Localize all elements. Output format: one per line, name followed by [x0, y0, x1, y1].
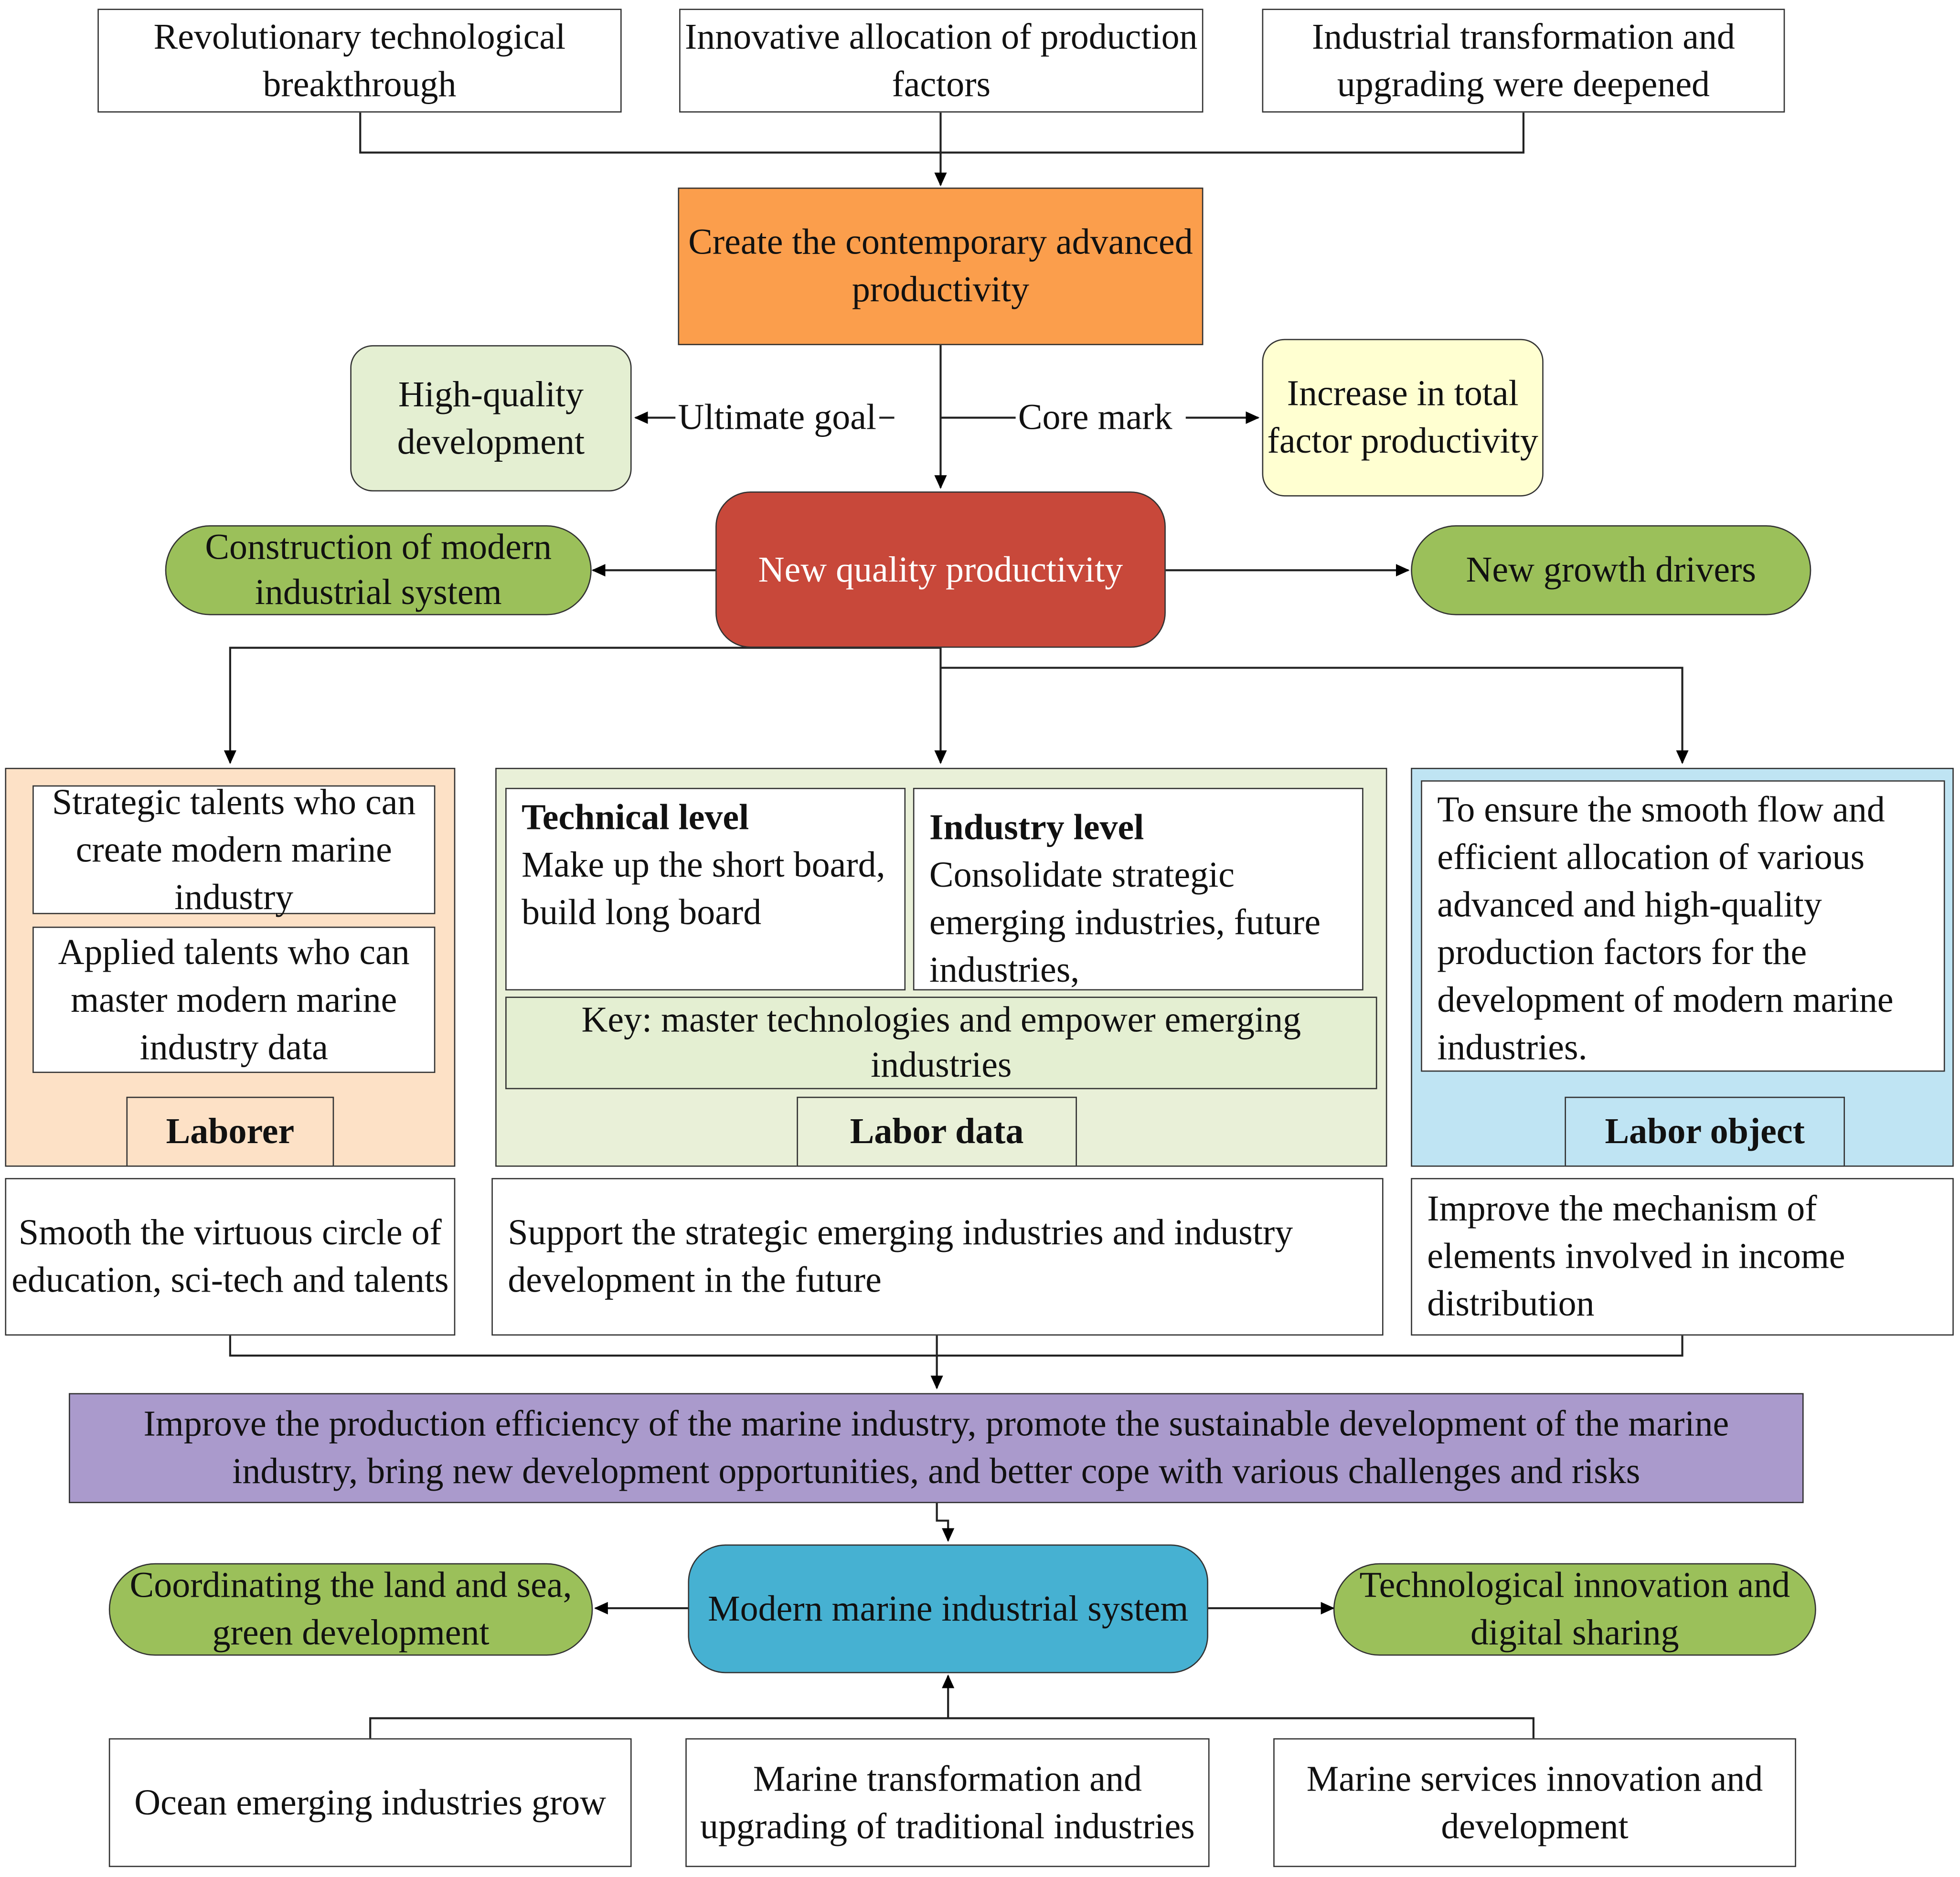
connector-purple-system — [936, 1503, 955, 1542]
labor-object-body: To ensure the smooth flow and efficient … — [1437, 790, 1894, 1068]
box-technological-breakthrough: Revolutionary technological breakthrough — [97, 9, 622, 113]
technical-level-body: Make up the short board, build long boar… — [522, 845, 885, 933]
box-support-industries: Support the strategic emerging industrie… — [491, 1178, 1384, 1336]
laborer-strategic-talents: Strategic talents who can create modern … — [32, 782, 436, 917]
label-ultimate-goal: Ultimate goal — [675, 395, 879, 440]
box-new-quality-productivity: New quality productivity — [715, 491, 1166, 648]
box-traditional-industries: Marine transformation and upgrading of t… — [685, 1738, 1210, 1867]
connector-bottom-merge — [369, 1717, 1534, 1739]
box-traditional-industries-text: Marine transformation and upgrading of t… — [700, 1759, 1195, 1846]
pill-new-growth-drivers: New growth drivers — [1411, 525, 1811, 615]
labor-object-body-box: To ensure the smooth flow and efficient … — [1421, 780, 1945, 1072]
box-production-factors: Innovative allocation of production fact… — [679, 9, 1204, 113]
box-production-factors-text: Innovative allocation of production fact… — [684, 17, 1198, 105]
box-technological-breakthrough-text: Revolutionary technological breakthrough — [153, 17, 566, 105]
box-income-distribution: Improve the mechanism of elements involv… — [1411, 1178, 1954, 1336]
box-high-quality-development-text: High-quality development — [397, 374, 585, 462]
pill-new-growth-drivers-text: New growth drivers — [1466, 550, 1756, 591]
connector-labor-object — [940, 667, 1689, 764]
pill-modern-industrial-system-text: Construction of modern industrial system — [205, 528, 552, 613]
labor-data-key-text: Key: master technologies and empower eme… — [581, 1000, 1301, 1086]
laborer-strategic-talents-text: Strategic talents who can create modern … — [52, 782, 416, 918]
box-high-quality-development: High-quality development — [350, 345, 632, 492]
laborer-applied-talents: Applied talents who can master modern ma… — [32, 926, 436, 1073]
connector-lower-merge — [229, 1336, 1683, 1357]
box-total-factor-productivity: Increase in total factor productivity — [1262, 339, 1544, 497]
labor-data-technical-level: Technical level Make up the short board,… — [505, 787, 906, 991]
box-total-factor-productivity-text: Increase in total factor productivity — [1267, 374, 1538, 462]
labor-object-title: Labor object — [1565, 1096, 1845, 1167]
box-industrial-transformation: Industrial transformation and upgrading … — [1262, 9, 1785, 113]
labor-data-industry-level: Industry level Consolidate strategic eme… — [913, 787, 1363, 991]
labor-data-key: Key: master technologies and empower eme… — [505, 997, 1377, 1090]
box-improve-efficiency-text: Improve the production efficiency of the… — [143, 1404, 1729, 1492]
pill-tech-innovation-text: Technological innovation and digital sha… — [1359, 1565, 1790, 1654]
box-modern-marine-system-text: Modern marine industrial system — [708, 1589, 1189, 1629]
laborer-applied-talents-text: Applied talents who can master modern ma… — [58, 932, 410, 1068]
industry-level-title: Industry level — [929, 807, 1144, 848]
connector-laborer — [224, 647, 941, 764]
laborer-title: Laborer — [126, 1096, 334, 1167]
labor-data-title: Labor data — [797, 1096, 1077, 1167]
box-virtuous-circle: Smooth the virtuous circle of education,… — [5, 1178, 456, 1336]
box-income-distribution-text: Improve the mechanism of elements involv… — [1427, 1189, 1845, 1325]
laborer-title-text: Laborer — [166, 1112, 295, 1152]
box-marine-services-text: Marine services innovation and developme… — [1306, 1759, 1763, 1846]
box-virtuous-circle-text: Smooth the virtuous circle of education,… — [11, 1213, 449, 1301]
box-advanced-productivity: Create the contemporary advanced product… — [678, 187, 1204, 345]
connector-top-merge — [359, 112, 1525, 154]
pill-coordinating-land-sea: Coordinating the land and sea, green dev… — [108, 1563, 593, 1656]
box-modern-marine-system: Modern marine industrial system — [688, 1544, 1208, 1674]
box-marine-services: Marine services innovation and developme… — [1273, 1738, 1796, 1867]
label-core-mark: Core mark — [1015, 395, 1175, 440]
pill-modern-industrial-system: Construction of modern industrial system — [165, 525, 592, 615]
box-improve-efficiency: Improve the production efficiency of the… — [69, 1393, 1804, 1504]
labor-data-title-text: Labor data — [850, 1112, 1024, 1152]
box-ocean-emerging-text: Ocean emerging industries grow — [134, 1782, 607, 1823]
pill-tech-innovation: Technological innovation and digital sha… — [1333, 1563, 1816, 1656]
labor-object-title-text: Labor object — [1605, 1112, 1805, 1152]
industry-level-body: Consolidate strategic emerging industrie… — [929, 855, 1321, 991]
box-support-industries-text: Support the strategic emerging industrie… — [508, 1213, 1293, 1301]
technical-level-title: Technical level — [522, 797, 749, 838]
box-new-quality-productivity-text: New quality productivity — [758, 550, 1123, 590]
pill-coordinating-land-sea-text: Coordinating the land and sea, green dev… — [129, 1565, 572, 1654]
box-advanced-productivity-text: Create the contemporary advanced product… — [688, 223, 1193, 310]
box-ocean-emerging: Ocean emerging industries grow — [108, 1738, 632, 1867]
box-industrial-transformation-text: Industrial transformation and upgrading … — [1312, 17, 1735, 105]
